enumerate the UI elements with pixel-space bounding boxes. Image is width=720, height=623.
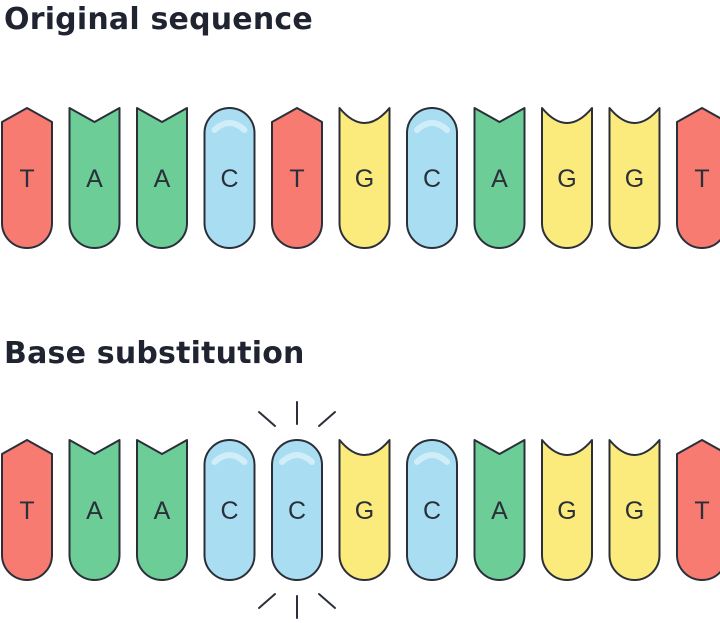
guanine-base-1-8: G — [541, 439, 593, 581]
thymine-shape — [676, 107, 720, 249]
adenine-base-1-7: A — [473, 439, 526, 581]
adenine-base-0-2: A — [136, 107, 188, 249]
adenine-shape — [68, 439, 121, 581]
thymine-base-0-0: T — [1, 107, 53, 249]
cytosine-shape — [203, 439, 256, 581]
guanine-shape — [608, 439, 661, 581]
adenine-shape — [136, 107, 188, 249]
shine-decoration — [211, 452, 248, 465]
adenine-base-1-1: A — [68, 439, 121, 581]
base-letter: A — [86, 165, 103, 193]
adenine-shape — [473, 439, 526, 581]
thymine-shape — [271, 107, 323, 249]
substitution-emphasis-lines — [258, 401, 336, 619]
thymine-shape — [1, 439, 53, 581]
base-letter: G — [625, 497, 644, 525]
base-letter: G — [557, 165, 576, 193]
adenine-base-1-2: A — [136, 439, 188, 581]
base-letter: G — [625, 165, 644, 193]
base-letter: G — [557, 497, 576, 525]
base-letter: A — [491, 497, 508, 525]
base-letter: T — [19, 497, 34, 525]
guanine-shape — [541, 107, 593, 249]
base-letter: A — [86, 497, 103, 525]
guanine-base-0-9: G — [608, 107, 661, 249]
base-letter: C — [220, 165, 238, 193]
guanine-base-1-9: G — [608, 439, 661, 581]
guanine-shape — [338, 107, 391, 249]
shine-decoration — [414, 120, 450, 133]
guanine-shape — [541, 439, 593, 581]
cytosine-base-1-3: C — [203, 439, 256, 581]
cytosine-shape — [203, 107, 256, 249]
adenine-shape — [136, 439, 188, 581]
cytosine-base-1-4: C — [271, 439, 323, 581]
cytosine-shape — [406, 439, 458, 581]
guanine-shape — [338, 439, 391, 581]
thymine-shape — [1, 107, 53, 249]
base-letter: T — [694, 165, 709, 193]
emphasis-line — [318, 593, 336, 609]
shine-decoration — [211, 120, 248, 133]
thymine-base-1-10: T — [676, 439, 720, 581]
base-letter: C — [288, 497, 306, 525]
emphasis-line — [318, 411, 336, 427]
base-letter: A — [154, 165, 171, 193]
adenine-base-0-1: A — [68, 107, 121, 249]
thymine-base-0-10: T — [676, 107, 720, 249]
base-letter: T — [694, 497, 709, 525]
base-letter: C — [220, 497, 238, 525]
emphasis-line — [258, 593, 276, 609]
base-letter: G — [355, 165, 374, 193]
guanine-base-1-5: G — [338, 439, 391, 581]
base-letter: G — [355, 497, 374, 525]
thymine-base-0-4: T — [271, 107, 323, 249]
base-letter: A — [491, 165, 508, 193]
cytosine-shape — [271, 439, 323, 581]
cytosine-base-0-3: C — [203, 107, 256, 249]
shine-decoration — [279, 452, 315, 465]
adenine-base-0-7: A — [473, 107, 526, 249]
cytosine-base-0-6: C — [406, 107, 458, 249]
guanine-base-0-8: G — [541, 107, 593, 249]
cytosine-shape — [406, 107, 458, 249]
base-letter: A — [154, 497, 171, 525]
section-title-original: Original sequence — [4, 2, 313, 37]
base-letter: T — [19, 165, 34, 193]
guanine-base-0-5: G — [338, 107, 391, 249]
thymine-shape — [676, 439, 720, 581]
shine-decoration — [414, 452, 450, 465]
guanine-shape — [608, 107, 661, 249]
base-letter: T — [289, 165, 304, 193]
adenine-shape — [68, 107, 121, 249]
adenine-shape — [473, 107, 526, 249]
section-title-substitution: Base substitution — [4, 336, 305, 371]
cytosine-base-1-6: C — [406, 439, 458, 581]
emphasis-line — [258, 411, 276, 427]
base-letter: C — [423, 497, 441, 525]
base-letter: C — [423, 165, 441, 193]
thymine-base-1-0: T — [1, 439, 53, 581]
